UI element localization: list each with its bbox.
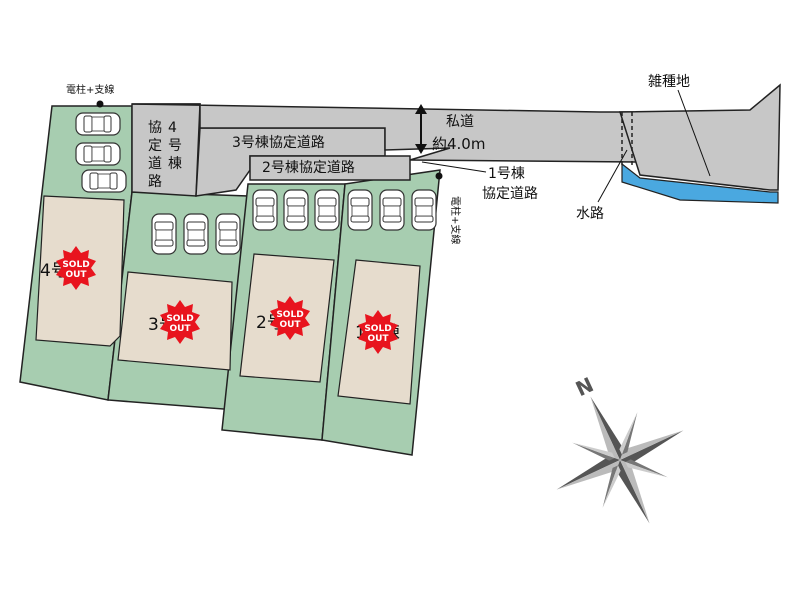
parking-space xyxy=(81,169,127,193)
private-road-label: 私道 xyxy=(446,114,474,130)
sold-out-text: OUT xyxy=(367,334,389,344)
parking-space xyxy=(411,189,437,231)
parking-space xyxy=(252,189,278,231)
road-1-label-line2: 協定道路 xyxy=(482,186,538,202)
sold-out-badge: SOLD OUT xyxy=(160,300,200,344)
road-width-label: 約4.0m xyxy=(432,135,485,153)
sold-out-text: OUT xyxy=(279,320,301,330)
waterway-label: 水路 xyxy=(576,206,604,222)
sold-out-text: SOLD xyxy=(62,260,89,270)
parking-space xyxy=(283,189,309,231)
misc-land xyxy=(618,83,781,191)
utility-pole-icon xyxy=(96,100,104,108)
sold-out-badge: SOLD OUT xyxy=(358,310,398,354)
road-1-label-line1: 1号棟 xyxy=(488,166,525,182)
parking-space xyxy=(151,213,177,255)
parking-space xyxy=(75,112,121,136)
parking-space xyxy=(215,213,241,255)
misc-land-label: 雑種地 xyxy=(648,74,690,90)
sold-out-text: OUT xyxy=(65,270,87,280)
sold-out-text: SOLD xyxy=(276,310,303,320)
road-4-label-part: 路 xyxy=(148,174,162,190)
parking-space xyxy=(75,142,121,166)
road-4-label-part: 4 xyxy=(168,120,177,136)
sold-out-badge: SOLD OUT xyxy=(56,246,96,290)
road-4-label-part: 棟 xyxy=(168,156,182,172)
sold-out-text: SOLD xyxy=(166,314,193,324)
parking-space xyxy=(379,189,405,231)
parking-space xyxy=(183,213,209,255)
utility-pole-label: 電柱+支線 xyxy=(66,83,114,96)
sold-out-text: SOLD xyxy=(364,324,391,334)
road-4-label-part: 定 xyxy=(148,138,162,154)
utility-pole-label: 電柱+支線 xyxy=(449,196,462,244)
road-4-agreement xyxy=(131,103,201,197)
compass-icon xyxy=(556,396,684,524)
road-4-label-part: 協 xyxy=(148,120,162,136)
road-2-agreement xyxy=(249,155,411,181)
road-4-label: 協 定 道 路 4 号 棟 xyxy=(148,120,182,190)
parking-space xyxy=(347,189,373,231)
sold-out-text: OUT xyxy=(169,324,191,334)
road-2-label: 2号棟協定道路 xyxy=(262,160,355,176)
road-4-label-part: 号 xyxy=(168,138,182,154)
waterway xyxy=(621,162,779,204)
utility-pole-icon xyxy=(435,172,443,180)
north-label: N xyxy=(572,372,597,401)
parking-space xyxy=(314,189,340,231)
sold-out-badge: SOLD OUT xyxy=(270,296,310,340)
road-4-label-part: 道 xyxy=(148,156,162,172)
road-3-label: 3号棟協定道路 xyxy=(232,135,325,151)
